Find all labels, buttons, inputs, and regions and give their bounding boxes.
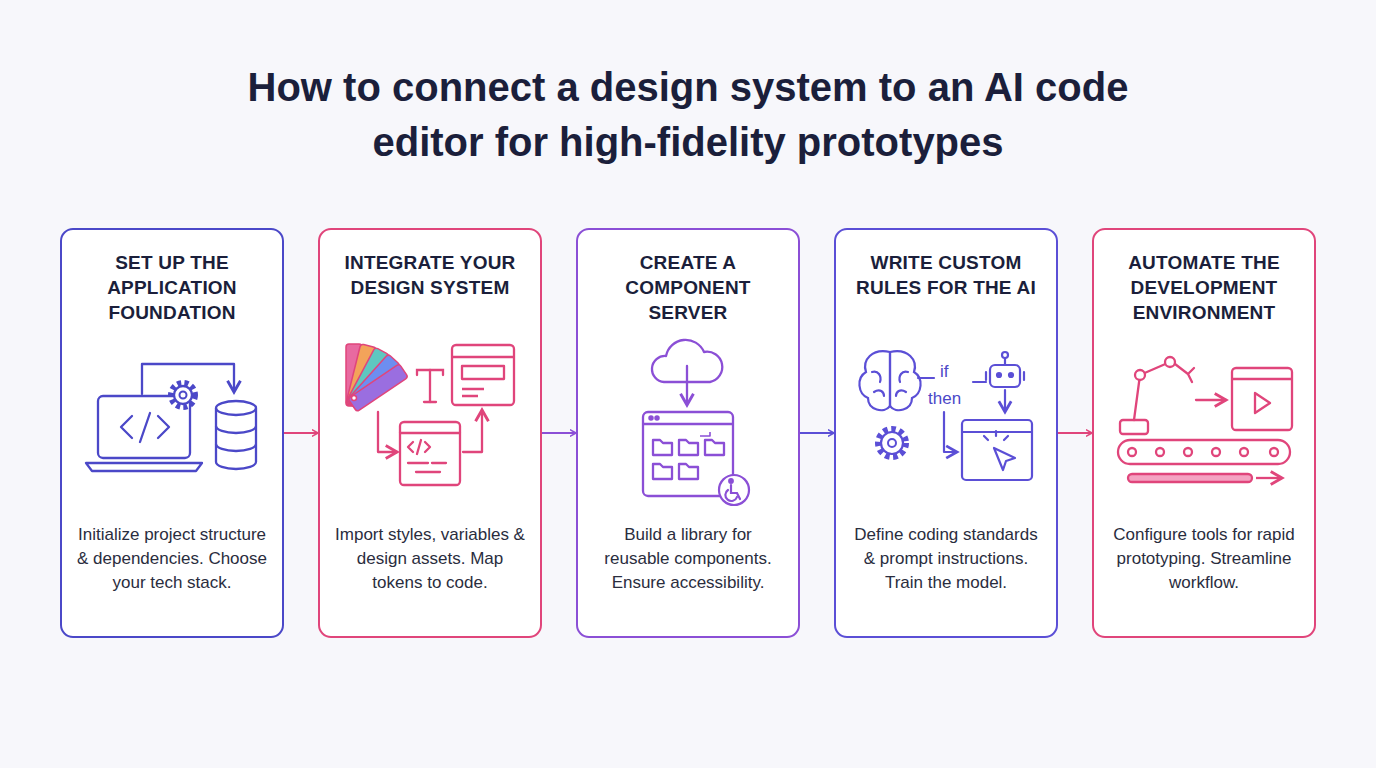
step-description: Define coding standards & prompt instruc… (848, 523, 1044, 595)
step-card: CREATE A COMPONENT SERVER Build a library… (576, 228, 800, 638)
flow-arrow (1058, 432, 1092, 434)
cloud-icon (652, 340, 722, 405)
accessibility-icon (719, 475, 749, 505)
gear-icon (171, 383, 195, 407)
step-heading: AUTOMATE THE DEVELOPMENT ENVIRONMENT (1106, 250, 1302, 325)
flow-arrow (800, 432, 834, 434)
logic-keyword: then (926, 390, 963, 409)
database-icon (216, 401, 256, 469)
step-heading: SET UP THE APPLICATION FOUNDATION (74, 250, 270, 325)
color-swatches (346, 344, 408, 412)
flow-arrow (284, 432, 318, 434)
layout-window-icon (452, 345, 514, 405)
robot-arm-icon (1120, 357, 1226, 434)
laptop-icon (86, 364, 234, 471)
typography-icon (417, 370, 443, 402)
card-grounds (60, 228, 1316, 638)
step-card: SET UP THE APPLICATION FOUNDATION Initial… (60, 228, 284, 638)
logic-keyword: if (938, 363, 951, 382)
step-card: AUTOMATE THE DEVELOPMENT ENVIRONMENT Conf… (1092, 228, 1316, 638)
gear-icon (878, 429, 906, 457)
video-window-icon (1232, 368, 1292, 430)
flow-arrow (542, 432, 576, 434)
robot-icon (973, 352, 1024, 412)
conveyor-icon (1118, 440, 1290, 482)
step-card: INTEGRATE YOUR DESIGN SYSTEM Import style… (318, 228, 542, 638)
code-window-icon (378, 410, 482, 485)
step-heading: INTEGRATE YOUR DESIGN SYSTEM (332, 250, 528, 300)
step-description: Import styles, variables & design assets… (332, 523, 528, 595)
diagram-title: How to connect a design system to an AI … (218, 60, 1158, 170)
brain-icon (859, 351, 934, 410)
browser-cursor-icon (944, 412, 1032, 480)
step-card: WRITE CUSTOM RULES FOR THE AI Define codi… (834, 228, 1058, 638)
step-description: Build a library for reusable components.… (590, 523, 786, 595)
step-description: Configure tools for rapid prototyping. S… (1106, 523, 1302, 595)
step-description: Initialize project structure & dependenc… (74, 523, 270, 595)
step-heading: CREATE A COMPONENT SERVER (590, 250, 786, 325)
step-heading: WRITE CUSTOM RULES FOR THE AI (848, 250, 1044, 300)
